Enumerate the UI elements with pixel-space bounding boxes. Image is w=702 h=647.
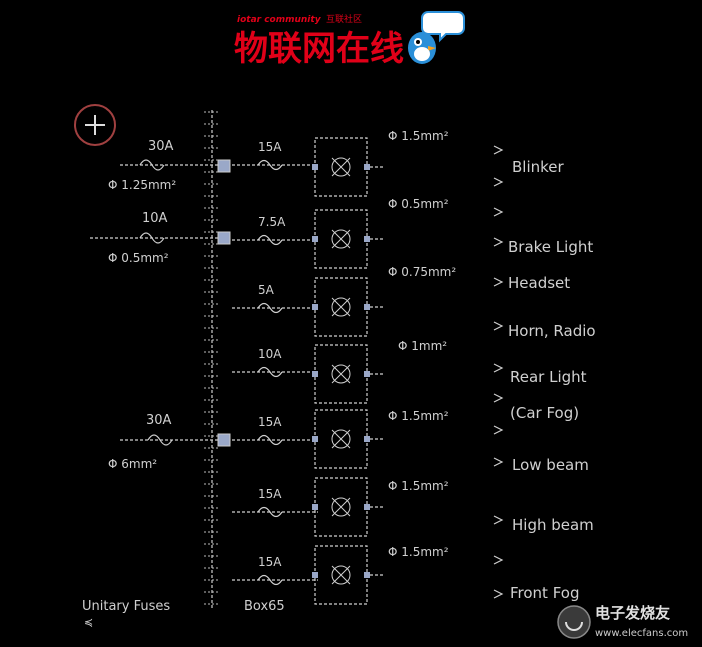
output-arrows (493, 145, 504, 599)
output-wires: Φ 1.5mm² Φ 0.5mm² Φ 0.75mm² Φ 1mm² Φ 1.5… (388, 129, 456, 559)
wire-main-label: Φ 1.25mm² (108, 178, 176, 192)
ground-symbol-icon (74, 104, 116, 146)
arrow-icon (493, 321, 504, 331)
fuse-icon (257, 302, 283, 314)
branch-fuses: 15A 7.5A 5A 10A 15A 15A 15A (232, 140, 318, 586)
watermark-url: www.elecfans.com (595, 628, 688, 639)
fuse-block-rail (204, 110, 220, 608)
banner: iotar community 互联社区 物联网在线 (228, 11, 465, 72)
fuse-junction (217, 159, 231, 173)
wire-out-label: Φ 1.5mm² (388, 409, 449, 423)
load-label: Low beam (512, 456, 589, 474)
fuse-icon (257, 574, 283, 586)
arrow-icon (493, 237, 504, 247)
arrow-icon (493, 145, 504, 155)
wire-out-label: Φ 1mm² (398, 339, 447, 353)
relay-icon (312, 277, 385, 337)
wire-out-label: Φ 1.5mm² (388, 129, 449, 143)
elecfans-logo-icon (557, 605, 591, 639)
relay-icon (312, 209, 385, 269)
arrow-icon (493, 457, 504, 467)
load-label: Horn, Radio (508, 322, 596, 340)
arrow-icon (493, 393, 504, 403)
main-feed-2: 10A Φ 0.5mm² (90, 211, 231, 265)
bottom-left-mark-icon: ≼ (84, 616, 93, 629)
branch-fuse: 15A (232, 555, 318, 586)
banner-tagline-rest: 互联社区 (326, 13, 362, 25)
branch-fuse: 5A (232, 283, 318, 314)
bird-mascot-icon (408, 11, 465, 64)
banner-title: 物联网在线 (234, 29, 404, 69)
branch-fuse: 15A (232, 415, 318, 446)
relay-icon (312, 545, 385, 605)
branch-fuse: 7.5A (232, 215, 318, 246)
fuse-icon (139, 232, 165, 244)
load-label: Headset (508, 274, 570, 292)
branch-fuse-label: 7.5A (258, 215, 286, 229)
branch-fuse-label: 15A (258, 555, 282, 569)
relay-icon (312, 137, 385, 197)
load-label: Brake Light (508, 238, 593, 256)
arrow-icon (493, 277, 504, 287)
relay-icon (312, 409, 385, 469)
banner-tagline-brand: iotar community (237, 15, 322, 25)
elecfans-watermark: 电子发烧友 www.elecfans.com (557, 604, 688, 639)
branch-fuse: 15A (232, 487, 318, 518)
bottom-center-label: Box65 (244, 599, 285, 614)
arrow-icon (493, 425, 504, 435)
loads: Blinker Brake Light Headset Horn, Radio … (508, 158, 596, 602)
arrow-icon (493, 363, 504, 373)
relay-icon (312, 477, 385, 537)
main-feed-1: 30A Φ 1.25mm² (108, 139, 231, 192)
fuse-icon (257, 366, 283, 378)
branch-fuse-label: 15A (258, 140, 282, 154)
wire-out-label: Φ 1.5mm² (388, 479, 449, 493)
branch-fuse: 10A (232, 347, 318, 378)
fuse-main-label: 10A (142, 211, 168, 226)
branch-fuse-label: 15A (258, 487, 282, 501)
arrow-icon (493, 589, 504, 599)
fuse-icon (257, 234, 283, 246)
fuse-junction (217, 433, 231, 447)
wire-out-label: Φ 0.5mm² (388, 197, 449, 211)
branch-fuse-label: 10A (258, 347, 282, 361)
main-feed-3: 30A Φ 6mm² (108, 413, 231, 471)
watermark-cn: 电子发烧友 (595, 604, 670, 622)
arrow-icon (493, 177, 504, 187)
fuse-icon (257, 434, 283, 446)
fuse-icon (257, 159, 283, 171)
fuse-icon (139, 159, 165, 171)
load-label: High beam (512, 516, 594, 534)
arrow-icon (493, 555, 504, 565)
branch-fuse: 15A (232, 140, 318, 171)
relay-column (312, 137, 385, 605)
wire-out-label: Φ 1.5mm² (388, 545, 449, 559)
fuse-icon (147, 434, 173, 446)
fuse-icon (257, 506, 283, 518)
wire-main-label: Φ 6mm² (108, 457, 157, 471)
fuse-main-label: 30A (146, 413, 172, 428)
load-label: (Car Fog) (510, 404, 579, 422)
bottom-left-label: Unitary Fuses (82, 599, 170, 614)
wire-main-label: Φ 0.5mm² (108, 251, 169, 265)
relay-icon (312, 344, 385, 404)
arrow-icon (493, 207, 504, 217)
load-label: Front Fog (510, 584, 580, 602)
fuse-junction (217, 231, 231, 245)
branch-fuse-label: 15A (258, 415, 282, 429)
branch-fuse-label: 5A (258, 283, 275, 297)
load-label: Rear Light (510, 368, 587, 386)
arrow-icon (493, 515, 504, 525)
load-label: Blinker (512, 158, 565, 176)
fuse-main-label: 30A (148, 139, 174, 154)
wire-out-label: Φ 0.75mm² (388, 265, 456, 279)
